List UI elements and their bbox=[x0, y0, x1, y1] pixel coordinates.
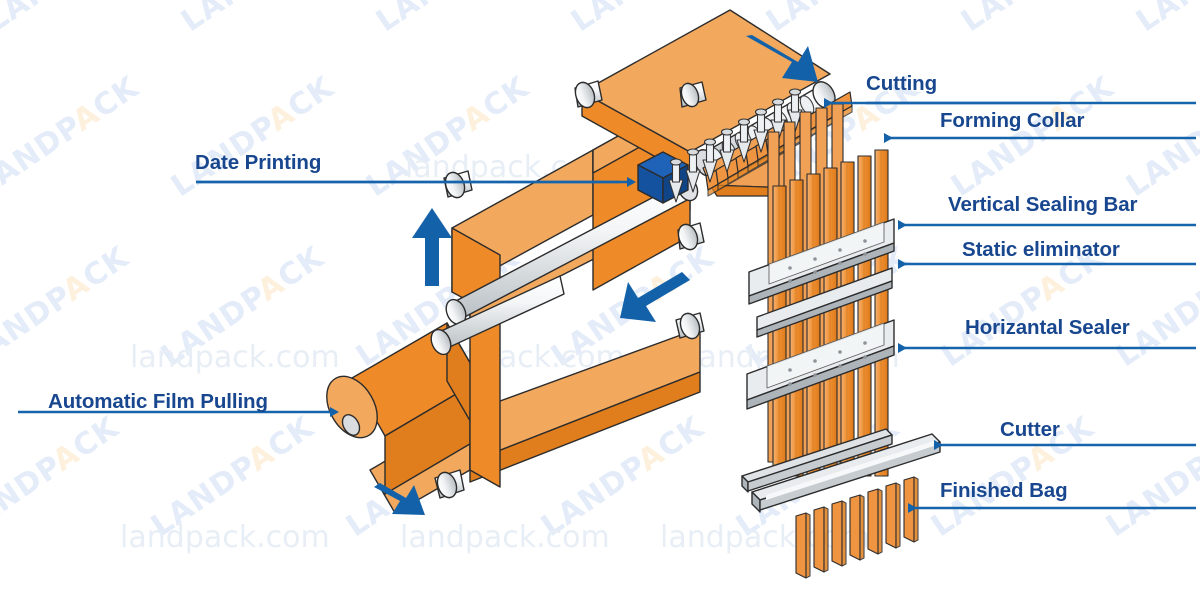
arrow-bottom-right bbox=[374, 483, 425, 515]
label-automatic-film-pulling: Automatic Film Pulling bbox=[48, 390, 268, 413]
lower-web bbox=[469, 327, 701, 483]
roller-long-diagonal-2 bbox=[430, 275, 565, 356]
forming-collars bbox=[668, 88, 803, 203]
roller-lower-right bbox=[675, 312, 705, 340]
arrow-top-right bbox=[746, 35, 818, 82]
static-eliminator-bar bbox=[756, 267, 893, 338]
roller-middle-left bbox=[443, 170, 473, 199]
label-date-printing: Date Printing bbox=[195, 151, 322, 174]
label-static-eliminator: Static eliminator bbox=[962, 238, 1120, 261]
arrow-mid-right bbox=[620, 272, 690, 322]
label-horizantal-sealer: Horizantal Sealer bbox=[965, 316, 1130, 339]
roller-printer-top bbox=[679, 81, 707, 108]
horizontal-sealer-bar bbox=[746, 319, 895, 410]
vertical-sealing-bar bbox=[748, 218, 895, 305]
label-vertical-sealing-bar: Vertical Sealing Bar bbox=[948, 193, 1138, 216]
roller-printer-right bbox=[677, 222, 705, 251]
label-finished-bag: Finished Bag bbox=[940, 479, 1068, 502]
cutter-assembly bbox=[741, 428, 941, 513]
vertical-tube-curtain bbox=[767, 103, 889, 477]
label-forming-collar: Forming Collar bbox=[940, 109, 1085, 132]
label-underlines bbox=[196, 101, 1060, 184]
label-cutter: Cutter bbox=[1000, 418, 1060, 441]
label-cutting: Cutting bbox=[866, 72, 938, 95]
flow-arrows bbox=[374, 35, 818, 515]
roller-bottom-left bbox=[434, 469, 465, 499]
roller-upper-left bbox=[574, 80, 603, 109]
arrow-left-up bbox=[412, 208, 452, 286]
